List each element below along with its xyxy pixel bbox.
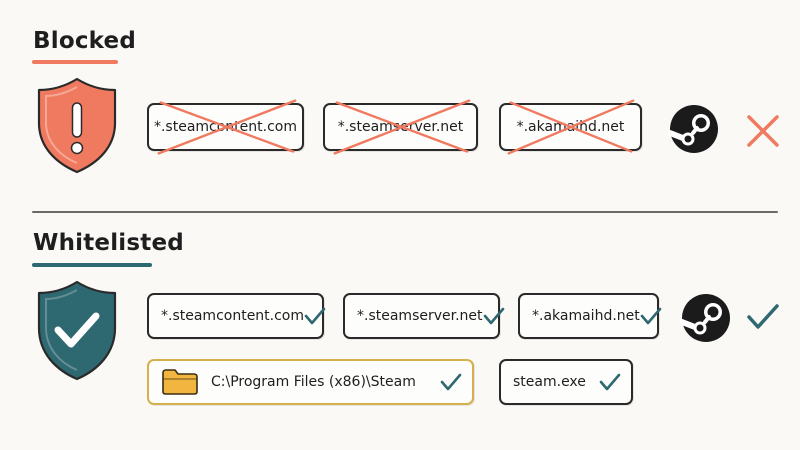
- red-x-icon: [747, 115, 779, 147]
- checkmark-icon: [304, 307, 326, 325]
- checkmark-icon: [599, 373, 621, 391]
- whitelisted-domain-akamaihd: *.akamaihd.net: [518, 293, 662, 339]
- blocked-domain-label: *.steamserver.net: [337, 119, 464, 135]
- blocked-domain-akamaihd: *.akamaihd.net: [499, 99, 642, 155]
- whitelisted-heading: Whitelisted: [33, 230, 184, 256]
- steam-logo-icon: [680, 294, 730, 342]
- checkmark-icon: [440, 373, 462, 391]
- folder-icon: [162, 369, 198, 395]
- steam-logo-icon: [668, 105, 718, 153]
- blocked-heading-underline: [32, 60, 118, 64]
- folder-path-label: C:\Program Files (x86)\Steam: [211, 374, 416, 390]
- whitelisted-executable: steam.exe: [499, 359, 633, 405]
- whitelisted-domain-steamcontent: *.steamcontent.com: [147, 293, 326, 339]
- blocked-domain-label: *.akamaihd.net: [516, 119, 625, 135]
- blocked-domain-steamcontent: *.steamcontent.com: [147, 99, 304, 155]
- blocked-domain-steamserver: *.steamserver.net: [323, 99, 478, 155]
- executable-label: steam.exe: [513, 374, 586, 390]
- checkmark-icon: [747, 304, 779, 329]
- blocked-domain-label: *.steamcontent.com: [153, 119, 297, 135]
- whitelisted-domain-label: *.steamserver.net: [357, 308, 483, 324]
- whitelisted-heading-underline: [32, 263, 152, 267]
- section-divider: [32, 211, 778, 213]
- shield-check-icon: [37, 280, 117, 381]
- whitelisted-folder-path: C:\Program Files (x86)\Steam: [147, 359, 474, 405]
- whitelisted-domain-label: *.akamaihd.net: [532, 308, 640, 324]
- shield-exclamation-icon: [37, 77, 117, 174]
- whitelisted-domain-steamserver: *.steamserver.net: [343, 293, 504, 339]
- blocked-heading: Blocked: [33, 28, 136, 54]
- whitelisted-domain-label: *.steamcontent.com: [161, 308, 305, 324]
- checkmark-icon: [640, 307, 662, 325]
- checkmark-icon: [483, 307, 504, 325]
